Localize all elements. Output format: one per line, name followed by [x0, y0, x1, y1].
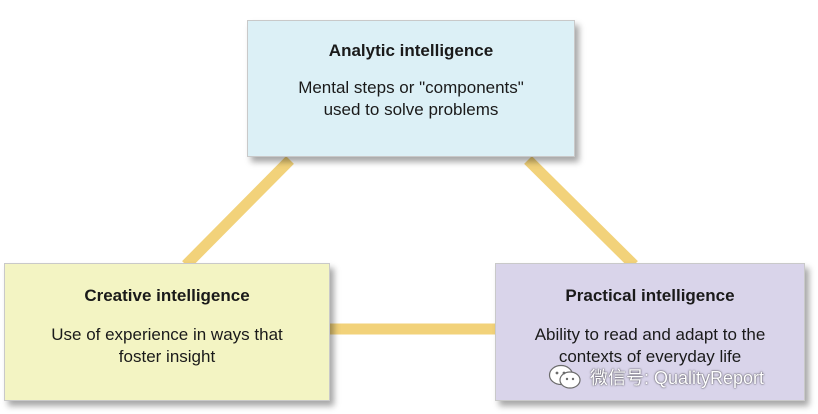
analytic-intelligence-description: Mental steps or "components" used to sol…	[298, 78, 524, 119]
practical-intelligence-title: Practical intelligence	[565, 286, 735, 305]
practical-intelligence-box: Practical intelligence Ability to read a…	[495, 263, 805, 401]
analytic-intelligence-title: Analytic intelligence	[328, 41, 494, 60]
wechat-icon	[548, 364, 582, 390]
watermark: 微信号: QualityReport	[548, 362, 764, 392]
creative-intelligence-description: Use of experience in ways that foster in…	[51, 325, 283, 366]
practical-intelligence-description: Ability to read and adapt to the context…	[534, 325, 766, 366]
analytic-intelligence-box: Analytic intelligence Mental steps or "c…	[247, 20, 575, 157]
creative-intelligence-box: Creative intelligence Use of experience …	[4, 263, 330, 401]
connector-analytic-creative	[182, 156, 294, 269]
creative-intelligence-title: Creative intelligence	[84, 286, 250, 305]
connector-analytic-practical	[524, 156, 638, 269]
watermark-text: 微信号: QualityReport	[590, 368, 765, 388]
